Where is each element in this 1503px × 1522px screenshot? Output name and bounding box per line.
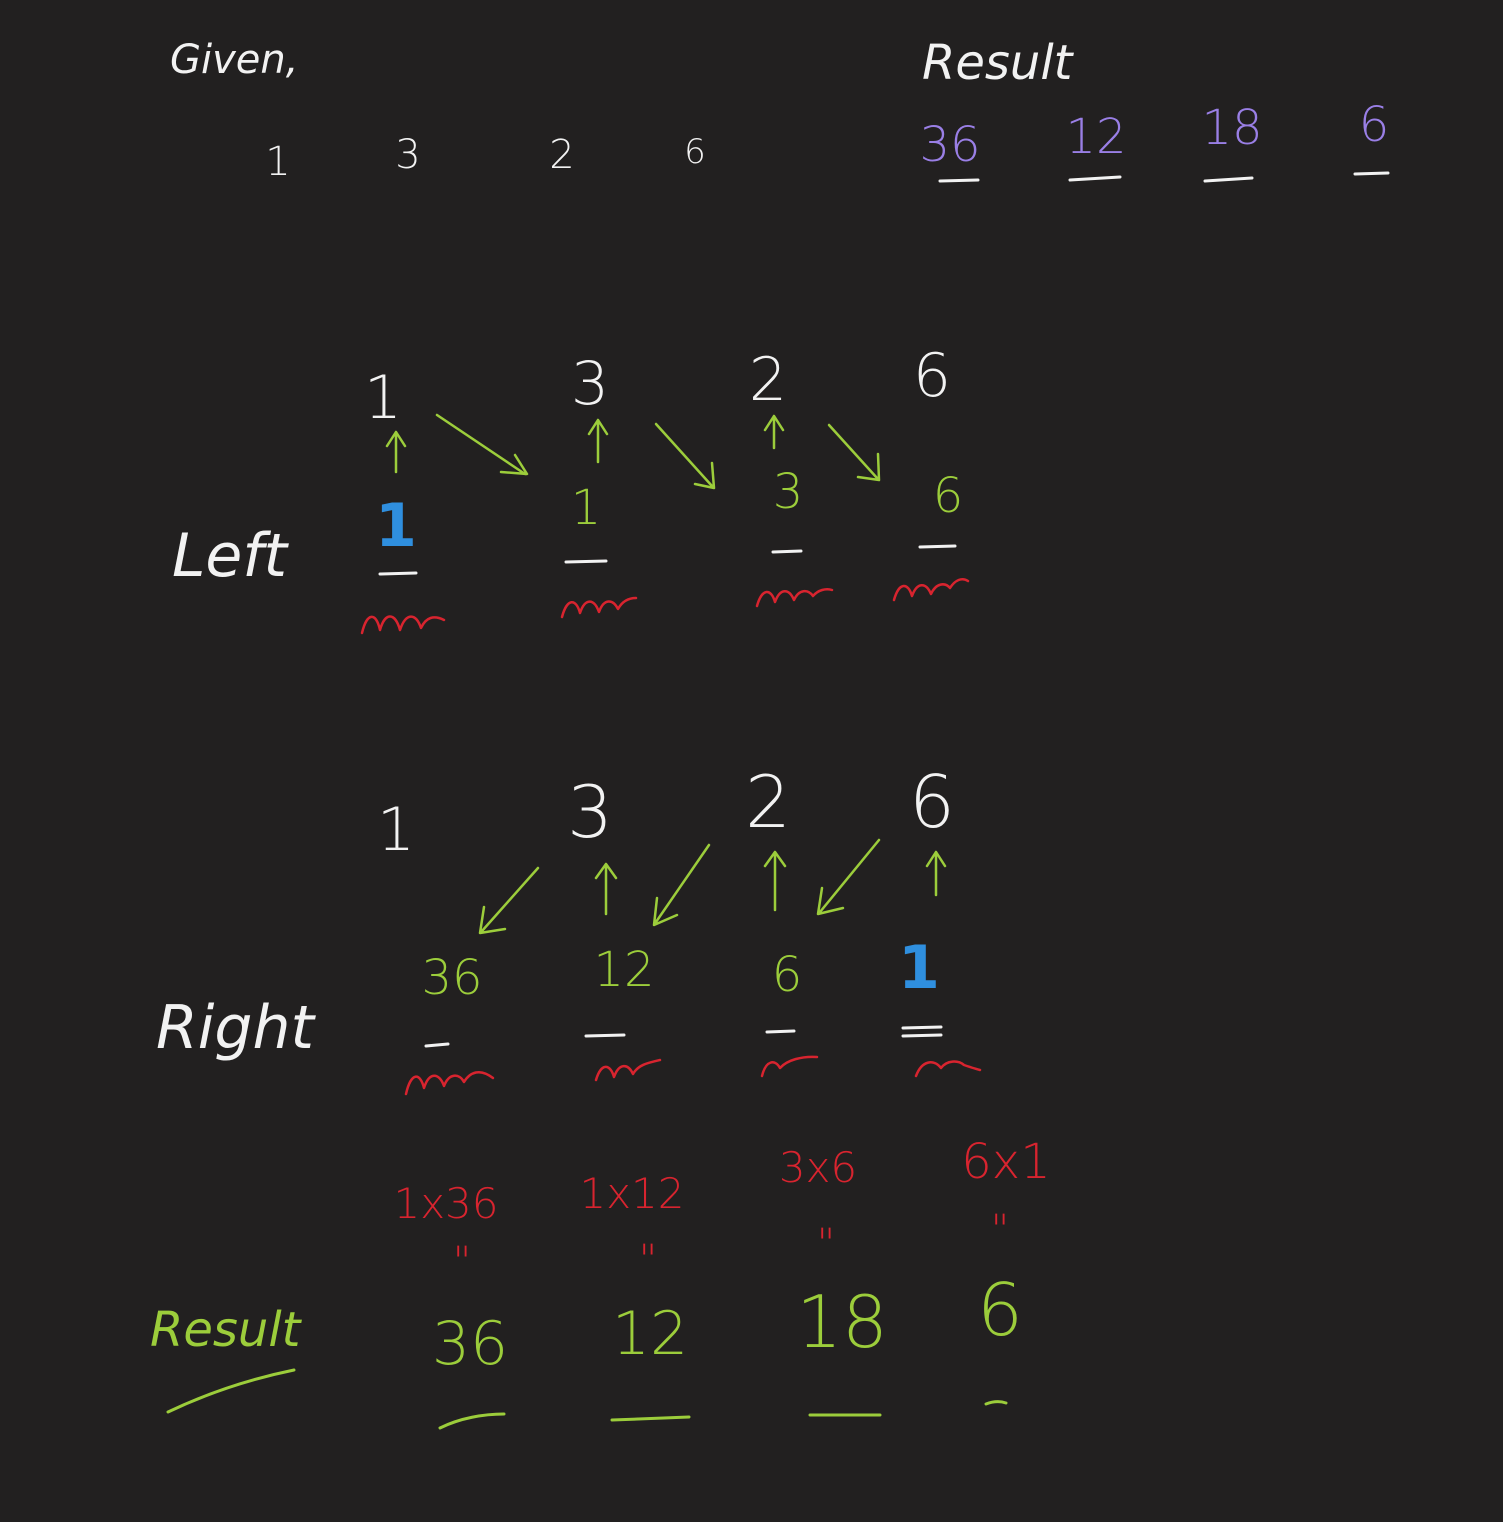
left-input-1: 3 [570, 349, 610, 419]
product-2: 3x6 [778, 1143, 858, 1192]
right-input-3: 6 [909, 760, 955, 844]
right-value-3: 1 [898, 933, 940, 1003]
given-value-3: 6 [684, 132, 706, 172]
right-input-1: 3 [567, 770, 613, 854]
right-input-0: 1 [376, 795, 416, 865]
product-0: 1x36 [393, 1179, 499, 1228]
right-diagonal-arrows [478, 838, 881, 935]
right-underlines [424, 1025, 943, 1048]
right-label: Right [156, 993, 314, 1063]
result-top-value-3: 6 [1358, 97, 1390, 153]
right-input-2: 2 [745, 760, 791, 844]
left-value-3: 6 [932, 468, 964, 524]
result-bottom-label: Result [150, 1302, 301, 1358]
result-bottom-value-1: 12 [611, 1299, 689, 1369]
given-label: Given, [170, 37, 299, 83]
left-up-arrows [385, 414, 785, 474]
right-value-2: 6 [771, 947, 803, 1003]
result-bottom-value-2: 18 [796, 1280, 888, 1364]
result-top-underlines [938, 171, 1390, 183]
left-value-2: 3 [772, 464, 804, 520]
right-up-arrows [594, 850, 947, 916]
right-value-0: 36 [421, 950, 483, 1006]
left-underlines [378, 544, 957, 576]
right-value-1: 12 [593, 942, 655, 998]
equals-mark-3: " [990, 1207, 1010, 1253]
left-diagonal-arrows [435, 413, 881, 490]
left-red-squiggles [360, 578, 970, 635]
given-value-0: 1 [265, 139, 291, 185]
equals-mark-1: " [638, 1237, 658, 1283]
left-value-1: 1 [570, 480, 602, 536]
result-top-value-1: 12 [1065, 109, 1127, 165]
left-label: Left [172, 521, 287, 591]
left-input-3: 6 [912, 341, 952, 411]
result-bottom-value-3: 6 [977, 1268, 1023, 1352]
result-top-value-0: 36 [919, 117, 981, 173]
product-3: 6x1 [961, 1134, 1051, 1190]
left-input-2: 2 [748, 345, 788, 415]
given-value-1: 3 [395, 132, 421, 178]
given-value-2: 2 [549, 132, 575, 178]
result-bottom-value-0: 36 [431, 1309, 509, 1379]
left-value-0: 1 [375, 491, 417, 561]
result-bottom-underlines [166, 1368, 1008, 1430]
result-top-label: Result [922, 35, 1073, 91]
equals-mark-2: " [816, 1221, 836, 1267]
result-top-value-2: 18 [1201, 100, 1263, 156]
equals-mark-0: " [452, 1239, 472, 1285]
product-1: 1x12 [579, 1169, 685, 1218]
right-red-squiggles [404, 1055, 982, 1096]
left-input-0: 1 [363, 363, 403, 433]
